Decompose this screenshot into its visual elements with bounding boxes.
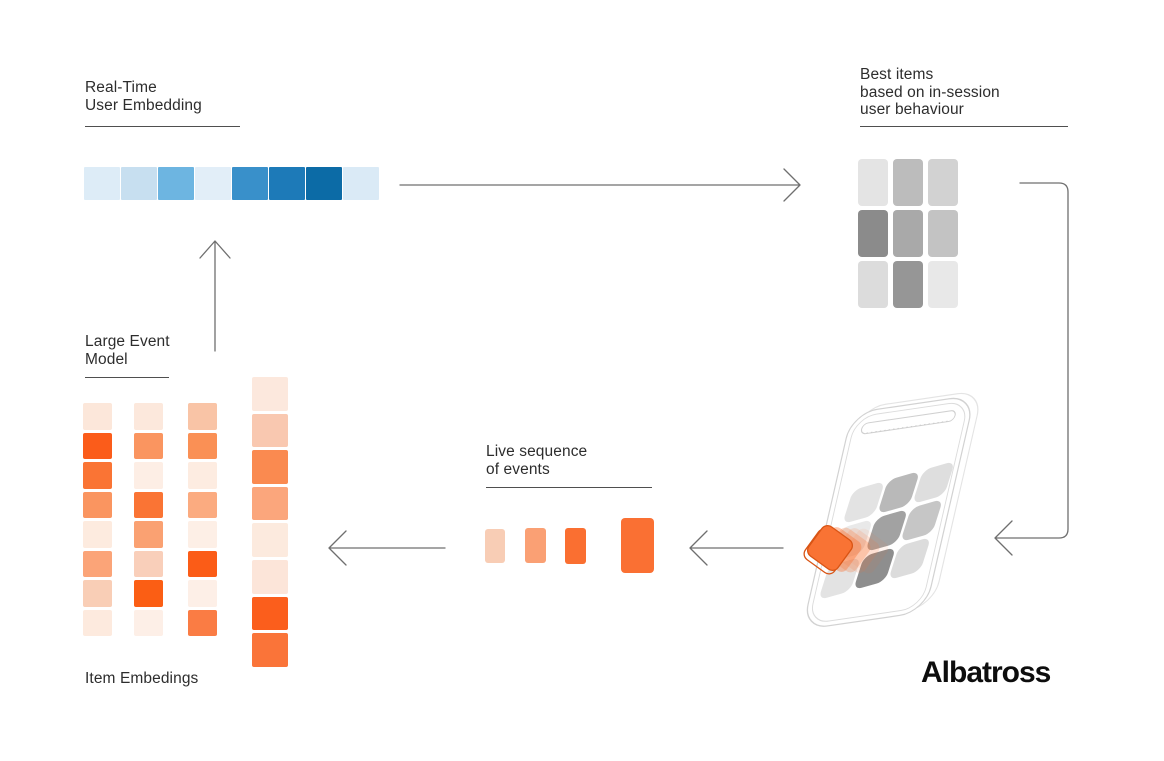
item-embedding-column	[134, 403, 163, 636]
phone-illustration	[803, 392, 979, 627]
orange-tile	[806, 524, 854, 572]
heatmap-cell	[158, 167, 194, 200]
user-embedding-label: Real-Time User Embedding	[85, 79, 202, 114]
phone-grid-cell	[879, 472, 918, 513]
heatmap-cell	[928, 261, 958, 308]
phone-grid-cell	[914, 462, 953, 503]
item-embedding-column	[83, 403, 112, 636]
phone-inner-outline	[811, 402, 966, 622]
heatmap-cell	[252, 413, 288, 448]
heatmap-cell	[252, 596, 288, 631]
heatmap-cell	[134, 550, 163, 577]
heatmap-cell	[83, 580, 112, 607]
event-bar	[565, 527, 586, 564]
heatmap-cell	[893, 159, 923, 206]
heatmap-cell	[306, 167, 342, 200]
arrow-up-to-embedding	[199, 240, 231, 352]
phone-app-grid	[820, 462, 953, 599]
heatmap-cell	[252, 450, 288, 484]
live-sequence-underline	[486, 487, 652, 489]
heatmap-cell	[252, 523, 288, 557]
heatmap-cell	[893, 210, 923, 257]
best-items-grid	[858, 159, 958, 308]
event-model-label: Large Event Model	[85, 333, 170, 368]
item-embeddings-label: Item Embedings	[85, 670, 199, 687]
heatmap-cell	[928, 159, 958, 206]
heatmap-cell	[188, 550, 217, 577]
heatmap-cell	[252, 633, 288, 667]
heatmap-cell	[134, 521, 163, 548]
best-items-label: Best items based on in-session user beha…	[860, 66, 1000, 118]
heatmap-cell	[252, 559, 288, 594]
heatmap-cell	[893, 261, 923, 308]
phone-grid-cell	[844, 482, 883, 523]
heatmap-cell	[195, 167, 231, 200]
heatmap-cell	[188, 432, 217, 459]
heatmap-cell	[858, 159, 888, 206]
heatmap-cell	[188, 403, 217, 430]
best-items-underline	[860, 126, 1068, 128]
heatmap-cell	[188, 521, 217, 548]
tile-trail-echo	[843, 528, 889, 574]
heatmap-cell	[252, 486, 288, 521]
heatmap-cell	[121, 167, 157, 200]
heatmap-cell	[134, 580, 163, 607]
heatmap-cell	[188, 462, 217, 489]
connector-grid-to-phone	[994, 182, 1069, 556]
event-bar	[621, 518, 654, 573]
heatmap-cell	[343, 167, 379, 200]
phone-grid-cell	[855, 548, 894, 589]
heatmap-cell	[134, 491, 163, 518]
heatmap-cell	[252, 377, 288, 411]
heatmap-cell	[83, 491, 112, 518]
heatmap-cell	[83, 432, 112, 459]
heatmap-cell	[858, 261, 888, 308]
heatmap-cell	[928, 210, 958, 257]
user-embedding-strip	[84, 167, 379, 200]
heatmap-cell	[134, 432, 163, 459]
phone-grid-cell	[902, 500, 941, 541]
heatmap-cell	[188, 491, 217, 518]
albatross-logo: Albatross	[921, 656, 1051, 689]
live-sequence-label: Live sequence of events	[486, 443, 588, 478]
arrow-right-to-grid	[399, 168, 801, 202]
heatmap-cell	[83, 609, 112, 636]
event-bar	[485, 528, 505, 563]
heatmap-cell	[188, 609, 217, 636]
phone-grid-cell	[890, 538, 929, 579]
item-embedding-column	[188, 403, 217, 636]
arrow-left-from-phone	[689, 530, 784, 566]
phone-grid-cell	[867, 510, 906, 551]
heatmap-cell	[83, 550, 112, 577]
heatmap-cell	[134, 462, 163, 489]
arrow-left-to-item-embeddings	[328, 530, 446, 566]
heatmap-cell	[188, 580, 217, 607]
heatmap-cell	[269, 167, 305, 200]
heatmap-cell	[134, 609, 163, 636]
heatmap-cell	[858, 210, 888, 257]
heatmap-cell	[83, 403, 112, 430]
heatmap-cell	[232, 167, 268, 200]
item-embedding-column	[252, 377, 288, 667]
heatmap-cell	[83, 521, 112, 548]
user-embedding-underline	[85, 126, 240, 128]
heatmap-cell	[83, 462, 112, 489]
event-model-underline	[85, 377, 169, 379]
heatmap-cell	[134, 403, 163, 430]
heatmap-cell	[84, 167, 120, 200]
event-sequence-bars	[485, 517, 654, 574]
event-bar	[525, 528, 546, 563]
